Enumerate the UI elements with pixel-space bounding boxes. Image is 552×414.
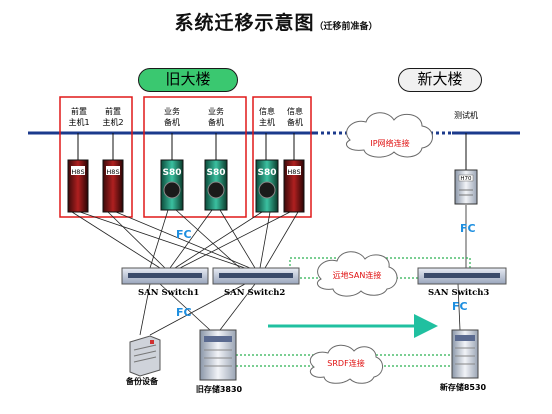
server-info1[interactable] bbox=[255, 159, 279, 213]
new-storage-label: 新存储8530 bbox=[439, 383, 487, 392]
host-label-test: 测试机 bbox=[454, 111, 478, 120]
switch1-label: SAN Switch1 bbox=[138, 288, 200, 298]
server-biz2[interactable] bbox=[204, 159, 228, 211]
group-box-biz bbox=[143, 96, 247, 218]
san-switch3[interactable] bbox=[417, 267, 507, 285]
host-label-biz2: 业务 备机 bbox=[201, 106, 231, 128]
badge-h8s-2: H8S bbox=[106, 168, 119, 176]
badge-h70: H70 bbox=[460, 176, 472, 182]
host-label-biz1: 业务 备机 bbox=[157, 106, 187, 128]
group-box-info bbox=[252, 96, 312, 218]
diagram-title: 系统迁移示意图（迁移前准备） bbox=[0, 8, 552, 35]
host-label-biz2-l1: 业务 bbox=[208, 107, 224, 116]
fc-label-new-bottom: FC bbox=[452, 300, 468, 313]
host-label-info2: 信息 备机 bbox=[281, 106, 309, 128]
host-label-info1-l1: 信息 bbox=[259, 107, 275, 116]
host-label-prod2: 前置 主机2 bbox=[98, 106, 128, 128]
host-label-prod1-l1: 前置 bbox=[71, 107, 87, 116]
fc-cabling bbox=[71, 205, 467, 336]
backup-device-label: 备份设备 bbox=[126, 377, 158, 386]
badge-s80-3: S80 bbox=[257, 168, 276, 178]
host-label-prod1-l2: 主机1 bbox=[68, 118, 90, 127]
host-label-prod2-l1: 前置 bbox=[105, 107, 121, 116]
group-box-prod bbox=[59, 96, 133, 218]
host-label-biz1-l1: 业务 bbox=[164, 107, 180, 116]
host-label-biz1-l2: 备机 bbox=[164, 118, 180, 127]
old-storage-label: 旧存储3830 bbox=[195, 385, 243, 394]
ip-network-cloud bbox=[346, 112, 433, 158]
server-prod2[interactable] bbox=[102, 159, 124, 213]
switch2-label: SAN Switch2 bbox=[224, 288, 286, 298]
badge-h8s-1: H8S bbox=[71, 168, 84, 176]
backup-device[interactable] bbox=[129, 335, 161, 377]
host-label-biz2-l2: 备机 bbox=[208, 118, 224, 127]
server-biz1[interactable] bbox=[160, 159, 184, 211]
host-label-prod2-l2: 主机2 bbox=[102, 118, 124, 127]
ip-network-cloud-text: IP网络连接 bbox=[370, 139, 410, 148]
fc-label-old-top: FC bbox=[176, 228, 192, 241]
san-switch2[interactable] bbox=[212, 267, 300, 285]
remote-san-cloud-text: 远地SAN连接 bbox=[332, 271, 382, 280]
remote-san-cloud bbox=[317, 251, 398, 297]
host-bus-drops bbox=[77, 133, 467, 170]
san-switch1[interactable] bbox=[121, 267, 209, 285]
switch3-label: SAN Switch3 bbox=[428, 288, 490, 298]
old-building-label: 旧大楼 bbox=[138, 68, 238, 92]
new-building-label: 新大楼 bbox=[398, 68, 482, 92]
host-label-prod1: 前置 主机1 bbox=[64, 106, 94, 128]
host-label-info1: 信息 主机 bbox=[253, 106, 281, 128]
old-storage-3830[interactable] bbox=[199, 329, 237, 381]
server-prod1[interactable] bbox=[67, 159, 89, 213]
fc-label-new-top: FC bbox=[460, 222, 476, 235]
title-main: 系统迁移示意图 bbox=[174, 12, 315, 34]
host-label-info2-l1: 信息 bbox=[287, 107, 303, 116]
new-storage-8530[interactable] bbox=[451, 329, 479, 379]
fc-label-old-bottom: FC bbox=[176, 306, 192, 319]
badge-s80-2: S80 bbox=[206, 168, 225, 178]
badge-s80-1: S80 bbox=[162, 168, 181, 178]
srdf-cloud-text: SRDF连接 bbox=[327, 359, 365, 368]
server-info2[interactable] bbox=[283, 159, 305, 213]
host-label-info2-l2: 备机 bbox=[287, 118, 303, 127]
title-sub: （迁移前准备） bbox=[314, 22, 378, 32]
host-label-info1-l2: 主机 bbox=[259, 118, 275, 127]
srdf-cloud bbox=[309, 344, 383, 384]
badge-h8s-3: H8S bbox=[287, 168, 300, 176]
server-test[interactable] bbox=[454, 169, 478, 205]
